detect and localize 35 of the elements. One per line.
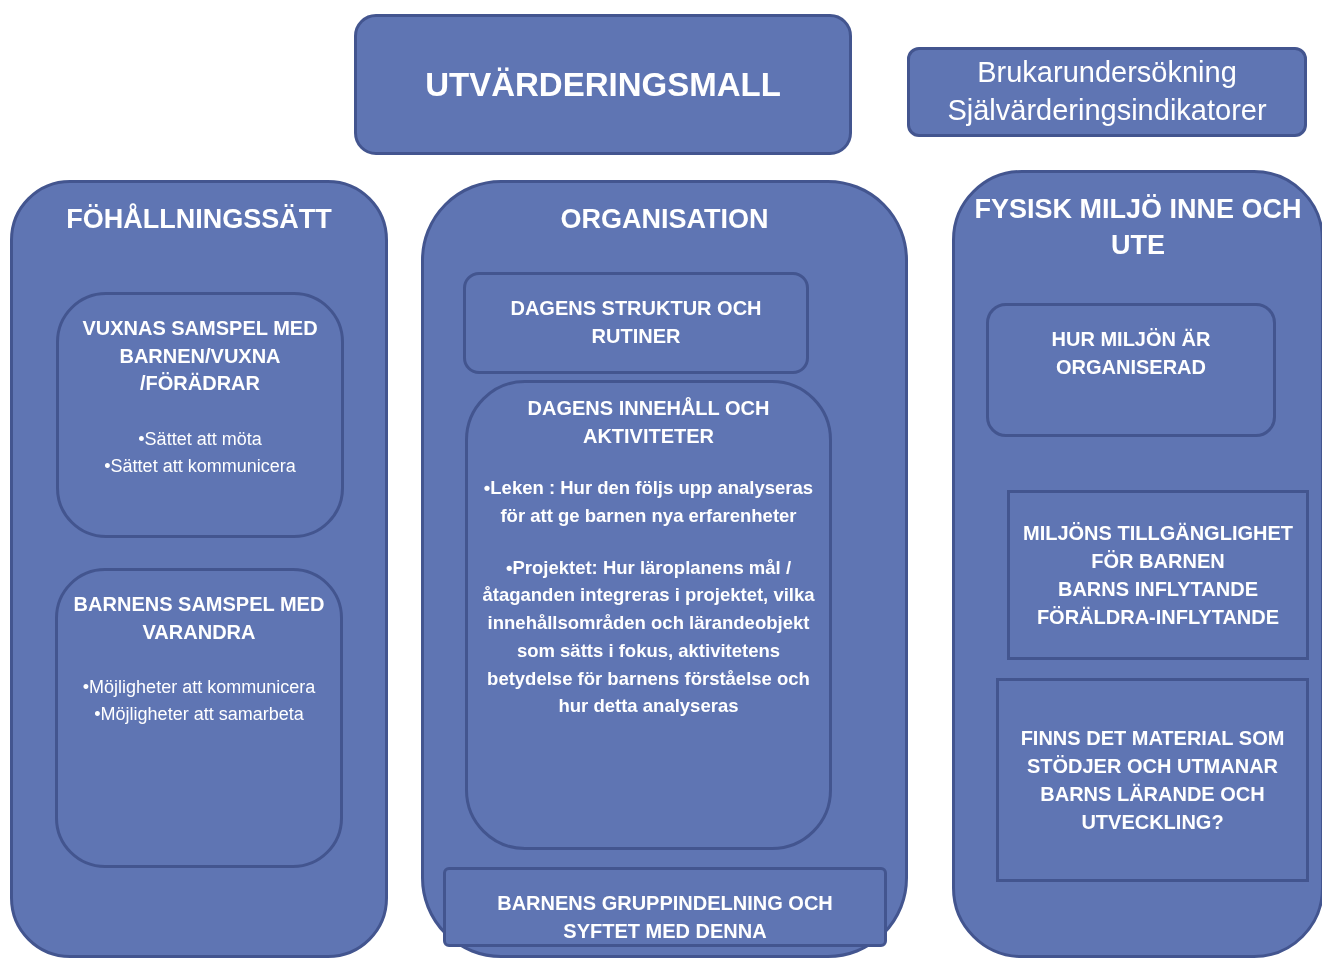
box-heading: VUXNAS SAMSPEL MED BARNEN/VUXNA /FÖRÄDRAR [81, 316, 319, 397]
box-heading: DAGENS STRUKTUR OCH RUTINER [509, 296, 763, 349]
bullet-text: •Leken : Hur den följs upp analyseras för att ge barnen nya erfarenheter [482, 476, 815, 528]
box-heading: DAGENS INNEHÅLL OCH AKTIVITETER [526, 396, 771, 449]
title-text: UTVÄRDERINGSMALL [425, 64, 781, 105]
topic-box [996, 678, 1309, 882]
title-box [354, 14, 852, 155]
box-text: MILJÖNS TILLGÄNGLIGHET FÖR BARNEN [1022, 521, 1294, 574]
panel-heading: FYSISK MILJÖ INNE OCH UTE [973, 193, 1303, 263]
box-text: FINNS DET MATERIAL SOM STÖDJER OCH UTMANAR BARNS LÄRANDE OCH UTVECKLING? [1019, 726, 1286, 835]
panel-heading: FÖHÅLLNINGSSÄTT [66, 202, 332, 236]
category-panel [421, 180, 908, 958]
panel-heading: ORGANISATION [560, 203, 769, 236]
topic-box [465, 380, 832, 850]
label-text: Brukarundersökning [977, 55, 1237, 91]
category-panel [10, 180, 388, 958]
box-text: BARNS INFLYTANDE [1058, 577, 1258, 602]
bullet-text: •Möjligheter att kommunicera [82, 676, 316, 700]
topic-box [463, 272, 809, 374]
category-panel [952, 170, 1322, 958]
topic-box [55, 568, 343, 868]
bullet-text: •Möjligheter att samarbeta [94, 703, 304, 727]
topic-box [56, 292, 344, 538]
box-text: FÖRÄLDRA-INFLYTANDE [1036, 605, 1280, 630]
topic-box [443, 867, 887, 947]
topic-box [1007, 490, 1309, 660]
label-box [907, 47, 1307, 137]
bullet-text: •Sättet att möta [138, 427, 262, 451]
label-text: Självärderingsindikatorer [947, 93, 1267, 128]
bullet-text: •Projektet: Hur läroplanens mål /åtaganden integreras i projektet, vilka innehållsområden och lärandeobjekt som sätts i fokus, aktivitetens betydelse för barnens förståelse och hur detta analyseras [481, 555, 816, 719]
box-heading: BARNENS GRUPPINDELNING OCH SYFTET MED DENNA [496, 891, 834, 944]
box-heading: HUR MILJÖN ÄR ORGANISERAD [1050, 327, 1212, 380]
topic-box [986, 303, 1276, 437]
box-heading: BARNENS SAMSPEL MED VARANDRA [72, 592, 326, 645]
bullet-text: •Sättet att kommunicera [104, 454, 296, 478]
